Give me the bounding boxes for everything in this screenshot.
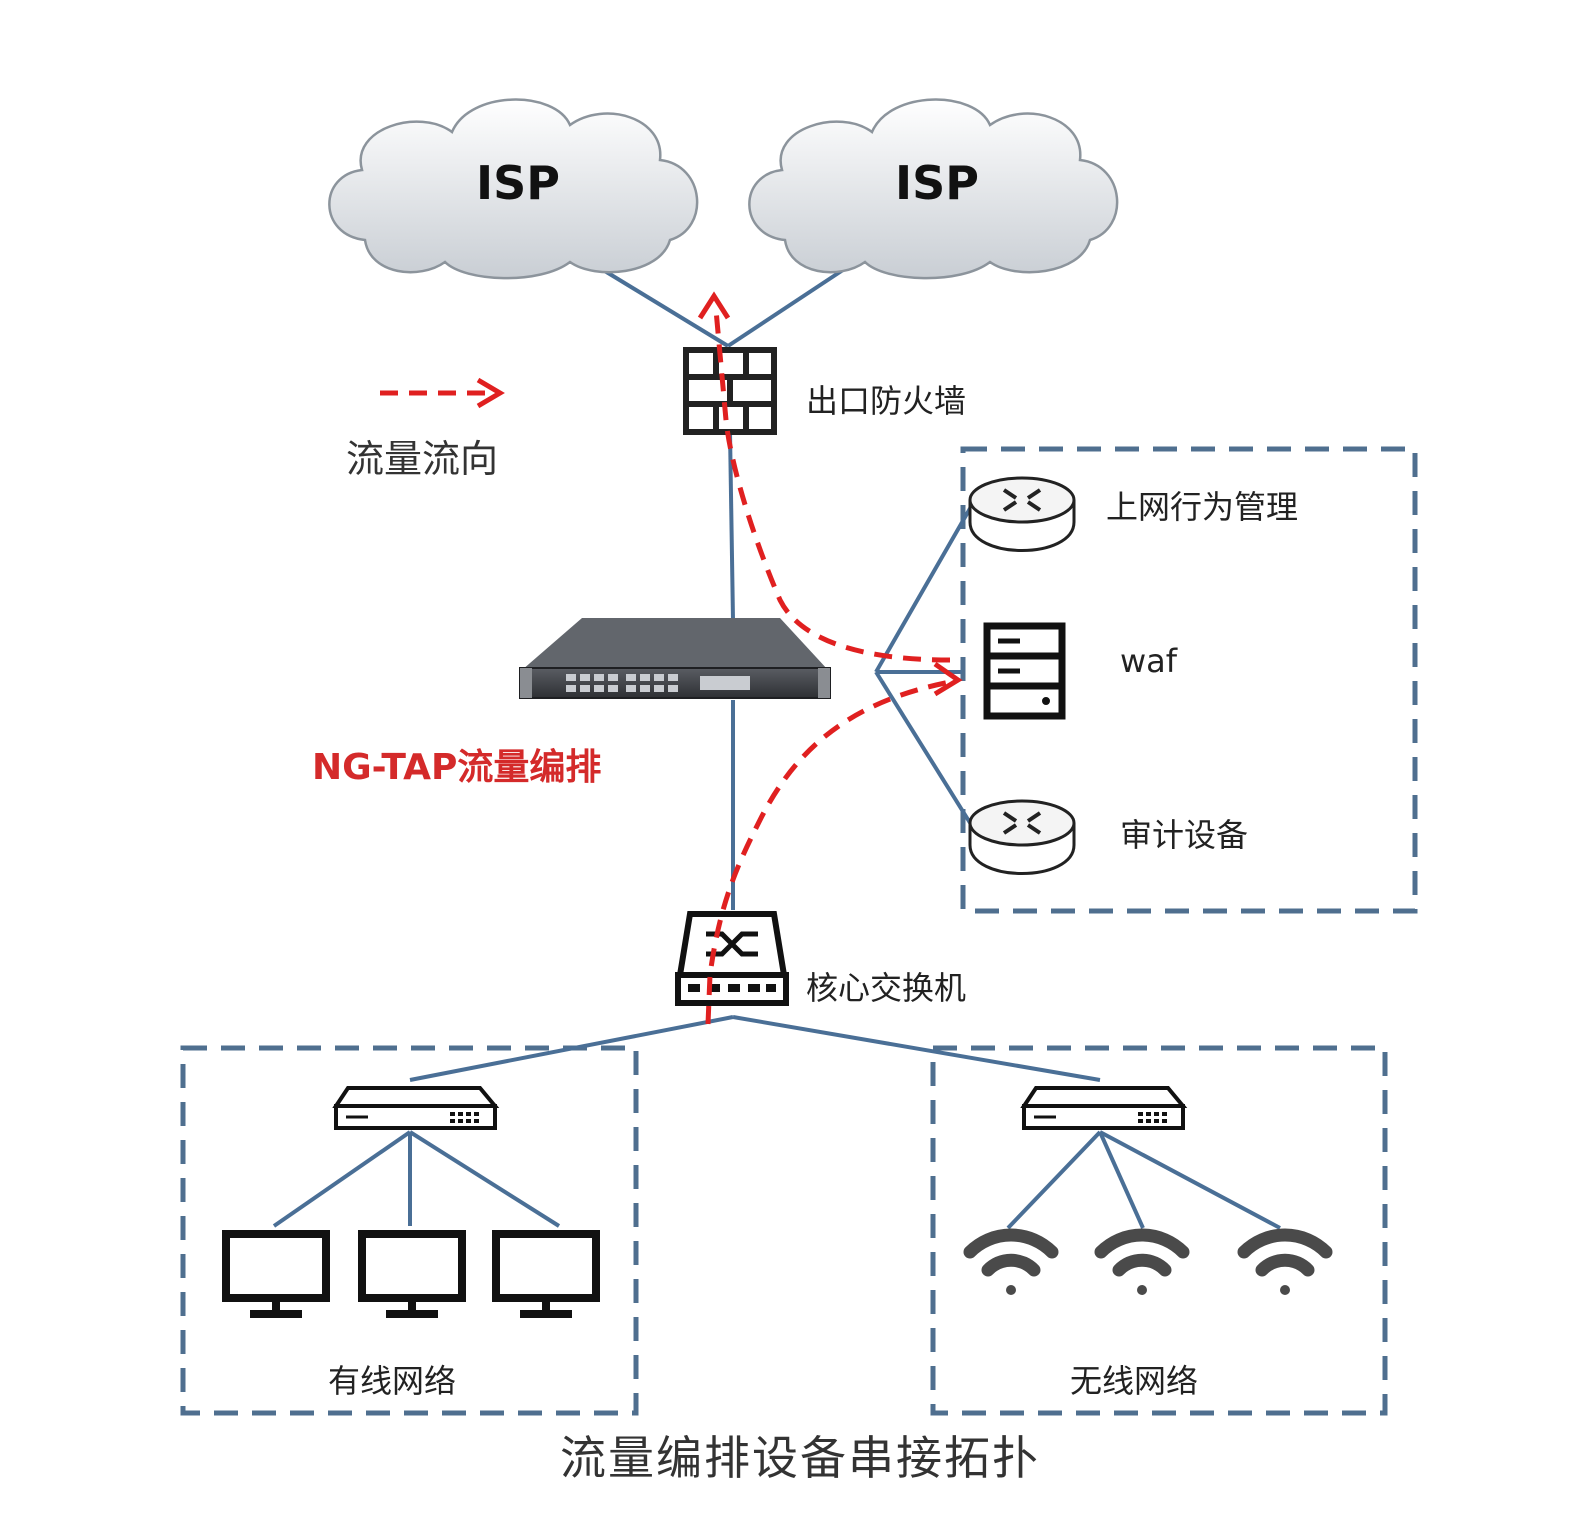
network-links bbox=[272, 260, 1281, 1230]
wired-access-switch-icon bbox=[332, 1086, 500, 1130]
monitor-icon bbox=[222, 1230, 330, 1318]
behavior-mgmt-router-icon bbox=[968, 476, 1076, 552]
audit-router-icon bbox=[968, 799, 1076, 875]
legend-label: 流量流向 bbox=[346, 437, 499, 481]
waf-label: waf bbox=[1120, 642, 1178, 680]
wifi-icon bbox=[963, 1228, 1059, 1295]
ngtap-label: NG-TAP流量编排 bbox=[312, 747, 602, 788]
monitor-icon bbox=[358, 1230, 466, 1318]
legend-flow-arrow-icon bbox=[380, 377, 505, 409]
ngtap-device-icon bbox=[519, 618, 831, 699]
flow-arrowheads bbox=[697, 291, 963, 697]
traffic-flow-path bbox=[705, 309, 951, 1025]
wireless-access-switch-icon bbox=[1020, 1086, 1188, 1130]
wireless-network-group bbox=[930, 1045, 1388, 1416]
wifi-icon bbox=[1237, 1228, 1333, 1295]
firewall-label: 出口防火墙 bbox=[806, 382, 967, 420]
firewall-icon bbox=[683, 347, 777, 435]
wired-network-group bbox=[180, 1045, 639, 1416]
isp-label-left: ISP bbox=[476, 156, 560, 210]
wireless-network-label: 无线网络 bbox=[1070, 1362, 1199, 1400]
waf-server-icon bbox=[983, 622, 1066, 720]
wired-network-label: 有线网络 bbox=[328, 1362, 457, 1400]
core-switch-label: 核心交换机 bbox=[806, 969, 967, 1007]
wifi-icon bbox=[1094, 1228, 1190, 1295]
core-switch-icon bbox=[675, 911, 789, 1006]
behavior-mgmt-label: 上网行为管理 bbox=[1106, 488, 1299, 526]
isp-label-right: ISP bbox=[895, 156, 979, 210]
security-devices-group bbox=[960, 446, 1418, 914]
isp-cloud-left-icon bbox=[328, 98, 699, 280]
monitor-icon bbox=[492, 1230, 600, 1318]
isp-cloud-right-icon bbox=[748, 98, 1119, 280]
audit-label: 审计设备 bbox=[1120, 816, 1249, 854]
diagram-caption: 流量编排设备串接拓扑 bbox=[560, 1431, 1040, 1485]
